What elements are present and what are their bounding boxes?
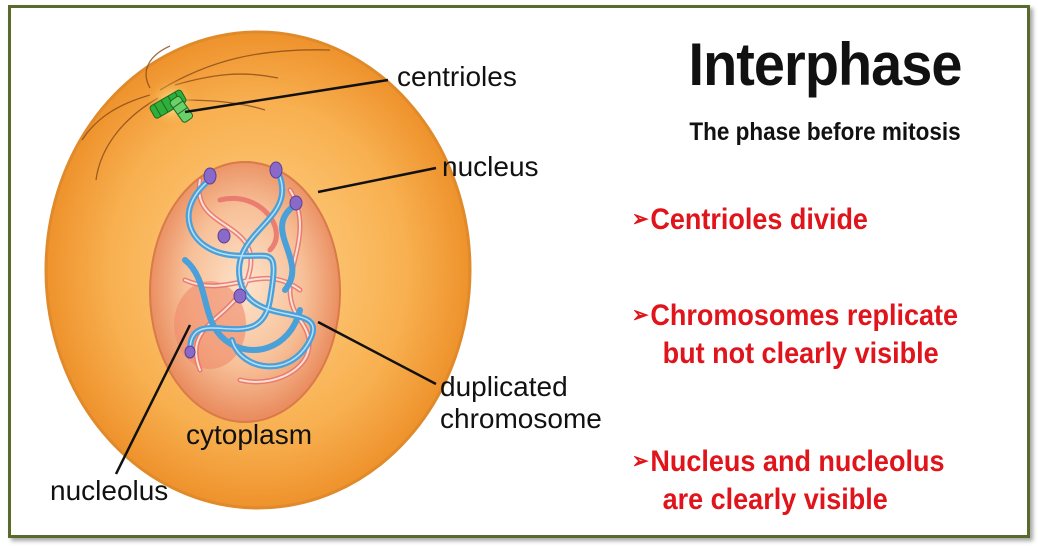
bullet-text: Nucleus and nucleolus bbox=[650, 445, 944, 478]
bullet-arrow-icon: ➢ bbox=[632, 448, 649, 473]
slide-subtitle: The phase before mitosis bbox=[650, 118, 1001, 146]
bullet-text-continued: but not clearly visible bbox=[632, 335, 958, 373]
bullet-item: ➢Centrioles divide bbox=[632, 200, 868, 239]
bullet-text: Centrioles divide bbox=[650, 203, 868, 236]
slide-title: Interphase bbox=[653, 32, 997, 98]
bullet-arrow-icon: ➢ bbox=[632, 302, 649, 327]
bullet-arrow-icon: ➢ bbox=[632, 206, 649, 231]
label-duplicated-line2: chromosome bbox=[440, 404, 602, 434]
label-duplicated-line1: duplicated bbox=[440, 372, 568, 402]
centriole-shape bbox=[146, 77, 198, 129]
label-nucleus: nucleus bbox=[442, 152, 539, 182]
bullet-text-continued: are clearly visible bbox=[632, 481, 944, 519]
bullet-item: ➢Chromosomes replicate but not clearly v… bbox=[632, 296, 958, 373]
label-nucleolus: nucleolus bbox=[50, 476, 168, 506]
label-centrioles: centrioles bbox=[397, 62, 517, 92]
bullet-item: ➢Nucleus and nucleolus are clearly visib… bbox=[632, 442, 944, 519]
label-cytoplasm: cytoplasm bbox=[186, 420, 312, 450]
bullet-text: Chromosomes replicate bbox=[650, 299, 958, 332]
